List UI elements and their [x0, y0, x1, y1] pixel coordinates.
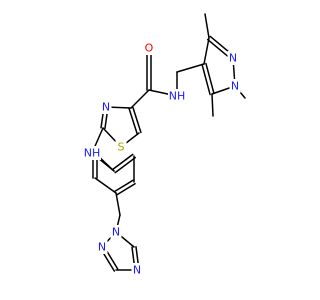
bond-c3p-me3 [204, 13, 210, 39]
atom-label-n_tr2: N [98, 241, 106, 254]
bond-b1-b2-a [114, 156, 136, 174]
atom-label-bg-s_tz [115, 140, 127, 154]
bond-c5p-me5 [211, 93, 214, 117]
atom-label-nh2: NH [84, 147, 101, 160]
atom-label-nh1: NH [169, 90, 186, 103]
atom-label-o1: O [145, 42, 154, 55]
bond-b3-b4-b [116, 182, 136, 196]
atom-label-n_tr1: N [112, 226, 120, 239]
bond-b1-b2-b [112, 153, 134, 171]
atom-label-bg-n_tz [100, 100, 112, 114]
atom-label-bg-n_pz1 [229, 79, 241, 93]
bond-b4-b5 [94, 177, 117, 194]
atom-label-bg-nh2 [83, 146, 101, 160]
bond-c4p-c3p [203, 37, 210, 65]
atom-label-n_tr4: N [133, 264, 141, 277]
atom-label-bg-n_tr2 [96, 240, 108, 254]
bond-c4-c5-a [128, 107, 138, 135]
bond-c5p-c4p-b [201, 63, 211, 96]
atom-label-bg-n_pz2 [227, 51, 239, 65]
bond-b3-b4-a [114, 179, 134, 193]
bond-b4-ch2b [115, 192, 121, 216]
bond-ch2a-c4p [176, 63, 205, 73]
atom-label-n_pz2: N [229, 52, 237, 65]
atom-label-s_tz: S [118, 141, 125, 154]
atom-label-bg-o1 [143, 41, 155, 55]
atom-label-bg-nh1 [168, 89, 186, 103]
atom-label-n_pz1: N [231, 80, 239, 93]
bond-c4-c_am [130, 89, 150, 109]
atom-label-bg-n_tr1 [110, 225, 122, 239]
bond-c5p-c4p-a [205, 62, 215, 95]
atom-label-n_tz: N [102, 101, 110, 114]
atom-label-bg-n_tr4 [131, 263, 143, 277]
bond-c4-c5-b [132, 106, 142, 134]
